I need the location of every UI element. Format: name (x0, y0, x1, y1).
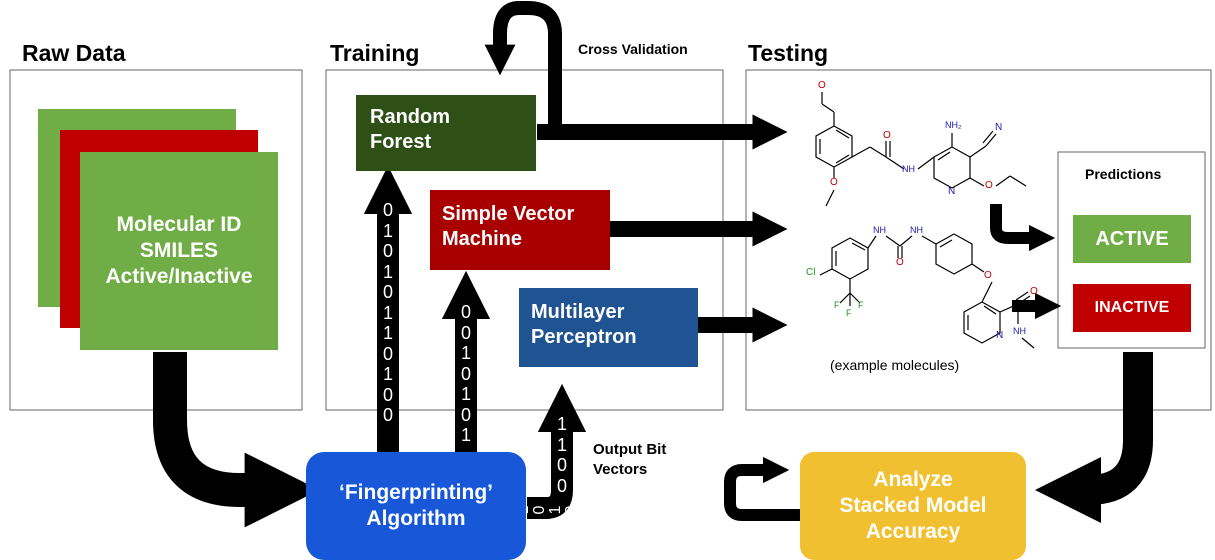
atom-nh-urea-left: NH (873, 225, 886, 235)
atom-nh-amide: NH (902, 164, 915, 174)
arrow-cross-validation (484, 0, 562, 130)
bit-stream-mlp-vertical: 1 1 0 0 (556, 414, 567, 496)
atom-o-amide-2: O (1030, 286, 1038, 297)
section-title-raw-data: Raw Data (22, 40, 126, 66)
random-forest-box: Random Forest (356, 95, 536, 171)
arrow-analyze-loop (724, 456, 800, 521)
fingerprinting-algorithm-box: ‘Fingerprinting’ Algorithm (306, 452, 526, 560)
arrow-raw-to-fingerprint (153, 352, 320, 528)
arrow-testing-to-analyze (1034, 352, 1153, 524)
atom-n-nitrile: N (995, 122, 1003, 133)
arrow-bits-to-mlp (527, 383, 587, 519)
prediction-inactive-badge: INACTIVE (1073, 284, 1191, 332)
atom-o-methoxy-top: O (818, 80, 826, 91)
predictions-heading: Predictions (1085, 166, 1162, 182)
mlp-box: Multilayer Perceptron (519, 288, 698, 367)
section-title-testing: Testing (748, 40, 829, 66)
cross-validation-label: Cross Validation (578, 41, 688, 57)
atom-o-urea: O (896, 257, 904, 268)
arrow-molecule-to-active (990, 204, 1056, 252)
atom-o-ether: O (985, 180, 993, 191)
atom-nh-urea-right: NH (910, 225, 923, 235)
atom-nh2: NH₂ (945, 120, 962, 130)
atom-n-pyridine-2: N (996, 330, 1004, 341)
atom-o-carbonyl: O (883, 130, 891, 141)
molecule-2-skeleton (819, 233, 1035, 349)
atom-f2: F (858, 300, 864, 310)
svm-box: Simple Vector Machine (430, 190, 610, 270)
atom-n-pyridine: N (948, 186, 956, 197)
atom-f3: F (846, 308, 852, 318)
atom-o-methoxy-bottom: O (830, 177, 838, 188)
atom-nh-amide-2: NH (1013, 326, 1026, 336)
analyze-accuracy-box: Analyze Stacked Model Accuracy (800, 452, 1026, 560)
bit-stream-random-forest: 0 1 0 1 0 1 1 0 1 0 0 (382, 200, 393, 425)
output-bit-vectors-label: Output Bit Vectors (593, 441, 667, 478)
atom-cl: Cl (806, 267, 816, 278)
molecule-1-skeleton (815, 92, 1027, 207)
prediction-active-badge: ACTIVE (1073, 215, 1191, 263)
atom-o-biaryl: O (984, 270, 992, 281)
atom-f1: F (834, 300, 840, 310)
bit-stream-svm: 0 0 1 0 1 0 1 (460, 302, 471, 445)
raw-data-card-front: Molecular ID SMILES Active/Inactive (80, 152, 278, 350)
section-title-training: Training (330, 40, 420, 66)
example-molecules-caption: (example molecules) (830, 357, 960, 373)
